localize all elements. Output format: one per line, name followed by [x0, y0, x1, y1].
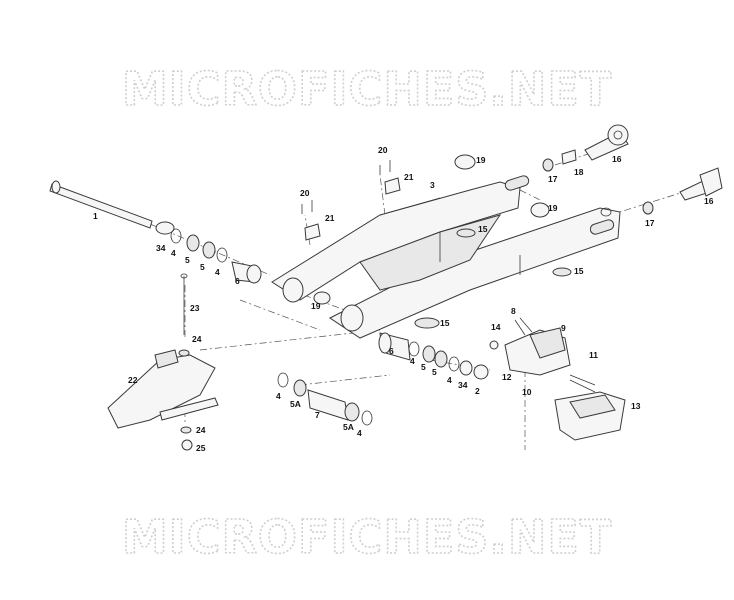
callout-19-low: 19 [311, 301, 321, 311]
callout-13: 13 [631, 401, 641, 411]
pads-15 [414, 228, 572, 329]
callout-labels: 1 34 4 5 5 4 6 20 21 20 21 3 19 19 19 17… [93, 145, 714, 453]
brackets-upper [301, 160, 401, 241]
callout-21-right: 21 [404, 172, 414, 182]
callout-22: 22 [128, 375, 138, 385]
callout-14: 14 [491, 322, 501, 332]
callout-9: 9 [561, 323, 566, 333]
callout-24-bottom: 24 [196, 425, 206, 435]
callout-6-left: 6 [235, 276, 240, 286]
callout-7: 7 [315, 410, 320, 420]
chain-adjusters [542, 124, 723, 215]
callout-10: 10 [522, 387, 532, 397]
callout-19-top: 19 [476, 155, 486, 165]
chain-guide-assembly [489, 317, 626, 441]
caps-19 [313, 154, 550, 305]
watermark-top: MICROFICHES.NET [122, 62, 612, 116]
callout-6-right: 6 [389, 346, 394, 356]
callout-21-left: 21 [325, 213, 335, 223]
callout-5-left-a: 5 [185, 255, 190, 265]
callout-1: 1 [93, 211, 98, 221]
callout-19-mid: 19 [548, 203, 558, 213]
callout-4-right-a: 4 [410, 356, 415, 366]
right-bearing-stack [378, 332, 489, 380]
callout-16-top: 16 [612, 154, 622, 164]
callout-17-right: 17 [645, 218, 655, 228]
swingarm-frame [271, 175, 621, 339]
callout-15-mid: 15 [574, 266, 584, 276]
callout-5-left-b: 5 [200, 262, 205, 272]
callout-4-right-b: 4 [447, 375, 452, 385]
callout-2: 2 [475, 386, 480, 396]
callout-4-lower-b: 4 [357, 428, 362, 438]
callout-34-right: 34 [458, 380, 468, 390]
callout-12: 12 [502, 372, 512, 382]
left-bearing-stack [170, 228, 262, 284]
callout-4-left: 4 [171, 248, 176, 258]
callout-5A-b: 5A [343, 422, 354, 432]
callout-34-left: 34 [156, 243, 166, 253]
callout-11: 11 [589, 350, 598, 360]
callout-5-right-a: 5 [421, 362, 426, 372]
callout-16-right: 16 [704, 196, 714, 206]
callout-24-top: 24 [192, 334, 202, 344]
callout-20-right: 20 [378, 145, 388, 155]
callout-5-right-b: 5 [432, 367, 437, 377]
swingarm-axle [49, 180, 175, 235]
callout-17-top: 17 [548, 174, 558, 184]
callout-8: 8 [511, 306, 516, 316]
lower-bearing-stack [277, 372, 373, 426]
callout-15-top: 15 [478, 224, 488, 234]
callout-20-left: 20 [300, 188, 310, 198]
callout-18: 18 [574, 167, 584, 177]
watermark-bottom: MICROFICHES.NET [122, 510, 612, 564]
callout-4-left-b: 4 [215, 267, 220, 277]
callout-4-lower-a: 4 [276, 391, 281, 401]
callout-15-low: 15 [440, 318, 450, 328]
callout-5A-a: 5A [290, 399, 301, 409]
chain-slider [107, 273, 219, 451]
callout-23: 23 [190, 303, 200, 313]
callout-25: 25 [196, 443, 206, 453]
callout-3: 3 [430, 180, 435, 190]
